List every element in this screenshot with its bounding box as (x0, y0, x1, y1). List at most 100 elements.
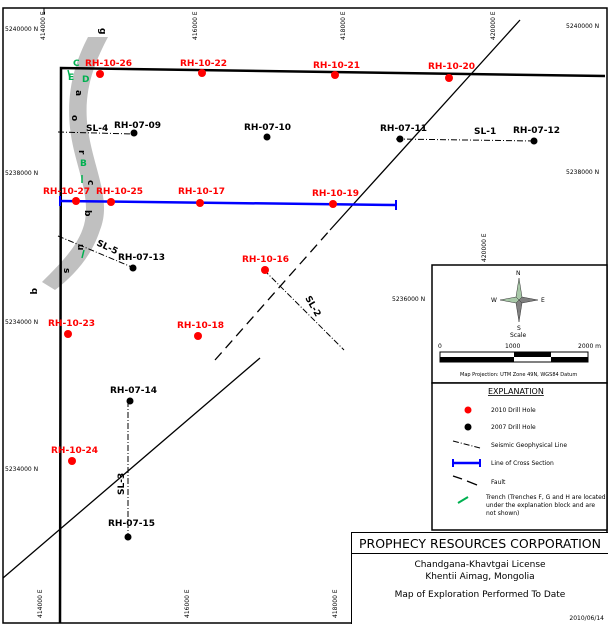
seismic-line-sl1 (395, 138, 537, 142)
seismic-line-sl4 (57, 131, 135, 135)
fault-dashed (214, 229, 331, 361)
easting-label: 414000 E (40, 11, 47, 40)
legend-box (431, 382, 608, 531)
legend-trench-symbol (457, 496, 469, 504)
drill-holes-2010: RH-10-26 RH-10-22 RH-10-21 RH-10-20 RH-1… (43, 59, 475, 465)
drill-hole-2007[interactable] (124, 533, 132, 541)
scale-tick: 2000 m (578, 343, 601, 350)
drill-hole-label: RH-10-19 (312, 189, 359, 199)
map-date: 2010/06/14 (569, 615, 604, 622)
northing-label: 5240000 N (5, 26, 38, 33)
projection-note: Map Projection: UTM Zone 49N, WGS84 Datu… (460, 372, 577, 378)
drill-hole-label: RH-10-21 (313, 61, 360, 71)
drill-hole-label: RH-10-27 (43, 187, 90, 197)
drill-holes-2007: RH-07-09 RH-07-10 RH-07-11 RH-07-12 RH-0… (108, 121, 560, 541)
northing-label: 5234000 N (5, 319, 38, 326)
band-label: a (73, 90, 83, 96)
compass-rose: N S E W (491, 270, 545, 332)
drill-hole-2007[interactable] (130, 129, 138, 137)
trench-label: C (73, 59, 80, 69)
drill-hole-2010[interactable] (196, 199, 204, 207)
trench-label: B (80, 159, 87, 169)
basin-band (42, 37, 108, 290)
trench-label: E (68, 73, 74, 83)
band-label: b (82, 210, 92, 217)
easting-label: 420000 E (490, 11, 497, 40)
drill-hole-2007[interactable] (129, 264, 137, 272)
drill-hole-2010[interactable] (72, 197, 80, 205)
trench-label: D (82, 75, 89, 85)
legend-2007-symbol (464, 423, 472, 431)
northing-label: 5238000 N (566, 169, 599, 176)
drill-hole-2010[interactable] (96, 70, 104, 78)
scale-tick: 1000 (505, 343, 520, 350)
compass-e: E (541, 297, 545, 304)
easting-label: 418000 E (332, 589, 339, 618)
drill-hole-2010[interactable] (198, 69, 206, 77)
drill-hole-2007[interactable] (530, 137, 538, 145)
legend-2010-symbol (464, 406, 472, 414)
legend-trench-text-wrap: Trench (Trenches F, G and H are located … (486, 494, 606, 517)
title-block: PROPHECY RESOURCES CORPORATION Chandgana… (351, 532, 608, 624)
drill-hole-label: RH-10-16 (242, 255, 289, 265)
location-name: Khentii Aimag, Mongolia (425, 572, 535, 582)
drill-hole-label: RH-07-09 (114, 121, 161, 131)
band-label: r (76, 150, 86, 155)
drill-hole-label: RH-10-26 (85, 59, 132, 69)
company-name: PROPHECY RESOURCES CORPORATION (352, 533, 608, 554)
band-label: o (69, 115, 79, 121)
drill-hole-2010[interactable] (194, 332, 202, 340)
drill-hole-label: RH-10-18 (177, 321, 224, 331)
seismic-line-sl2 (263, 269, 345, 351)
drill-hole-label: RH-07-14 (110, 386, 157, 396)
drill-hole-2010[interactable] (107, 198, 115, 206)
easting-label: 420000 E (481, 233, 488, 262)
legend-item: Trench (Trenches F, G and H are located … (486, 494, 606, 517)
legend-seismic-symbol (452, 440, 481, 449)
compass-s: S (517, 325, 521, 332)
band-label: q (29, 288, 39, 294)
drill-hole-2010[interactable] (445, 74, 453, 82)
drill-hole-label: RH-07-15 (108, 519, 155, 529)
legend-item: Fault (491, 479, 506, 486)
drill-hole-2010[interactable] (68, 457, 76, 465)
northing-label: 5234000 N (5, 466, 38, 473)
trench-mark (67, 69, 71, 79)
legend-item: 2007 Drill Hole (491, 424, 536, 431)
scale-title: Scale (510, 332, 526, 339)
northing-label: 5238000 N (5, 170, 38, 177)
legend-fault-symbol (452, 475, 463, 480)
easting-label: 416000 E (184, 589, 191, 618)
drill-hole-2010[interactable] (64, 330, 72, 338)
license-boundary (58, 66, 606, 624)
drill-hole-2007[interactable] (263, 133, 271, 141)
drill-hole-label: RH-07-11 (380, 124, 427, 134)
easting-label: 418000 E (340, 11, 347, 40)
seismic-label: SL-1 (474, 127, 496, 137)
drill-hole-label: RH-07-12 (513, 126, 560, 136)
drill-hole-label: RH-10-24 (51, 446, 98, 456)
seismic-line-sl5 (57, 235, 135, 269)
cross-section-line (59, 199, 397, 207)
drill-hole-2007[interactable] (126, 397, 134, 405)
seismic-label: SL-3 (117, 473, 127, 495)
drill-hole-2010[interactable] (329, 200, 337, 208)
compass-w: W (491, 297, 497, 304)
legend-title: EXPLANATION (488, 387, 544, 396)
drill-hole-2010[interactable] (331, 71, 339, 79)
drill-hole-2010[interactable] (261, 266, 269, 274)
fault-line (329, 19, 521, 231)
drill-hole-label: RH-10-25 (96, 187, 143, 197)
easting-label: 414000 E (37, 589, 44, 618)
scale-tick: 0 (438, 343, 442, 350)
drill-hole-label: RH-10-23 (48, 319, 95, 329)
northing-label: 5240000 N (566, 23, 599, 30)
seismic-label: SL-4 (86, 124, 108, 134)
drill-hole-2007[interactable] (396, 135, 404, 143)
northing-label: 5236000 N (392, 296, 425, 303)
compass-n: N (516, 270, 521, 277)
trench-mark (81, 249, 85, 259)
easting-label: 416000 E (192, 11, 199, 40)
drill-hole-label: RH-10-17 (178, 187, 225, 197)
